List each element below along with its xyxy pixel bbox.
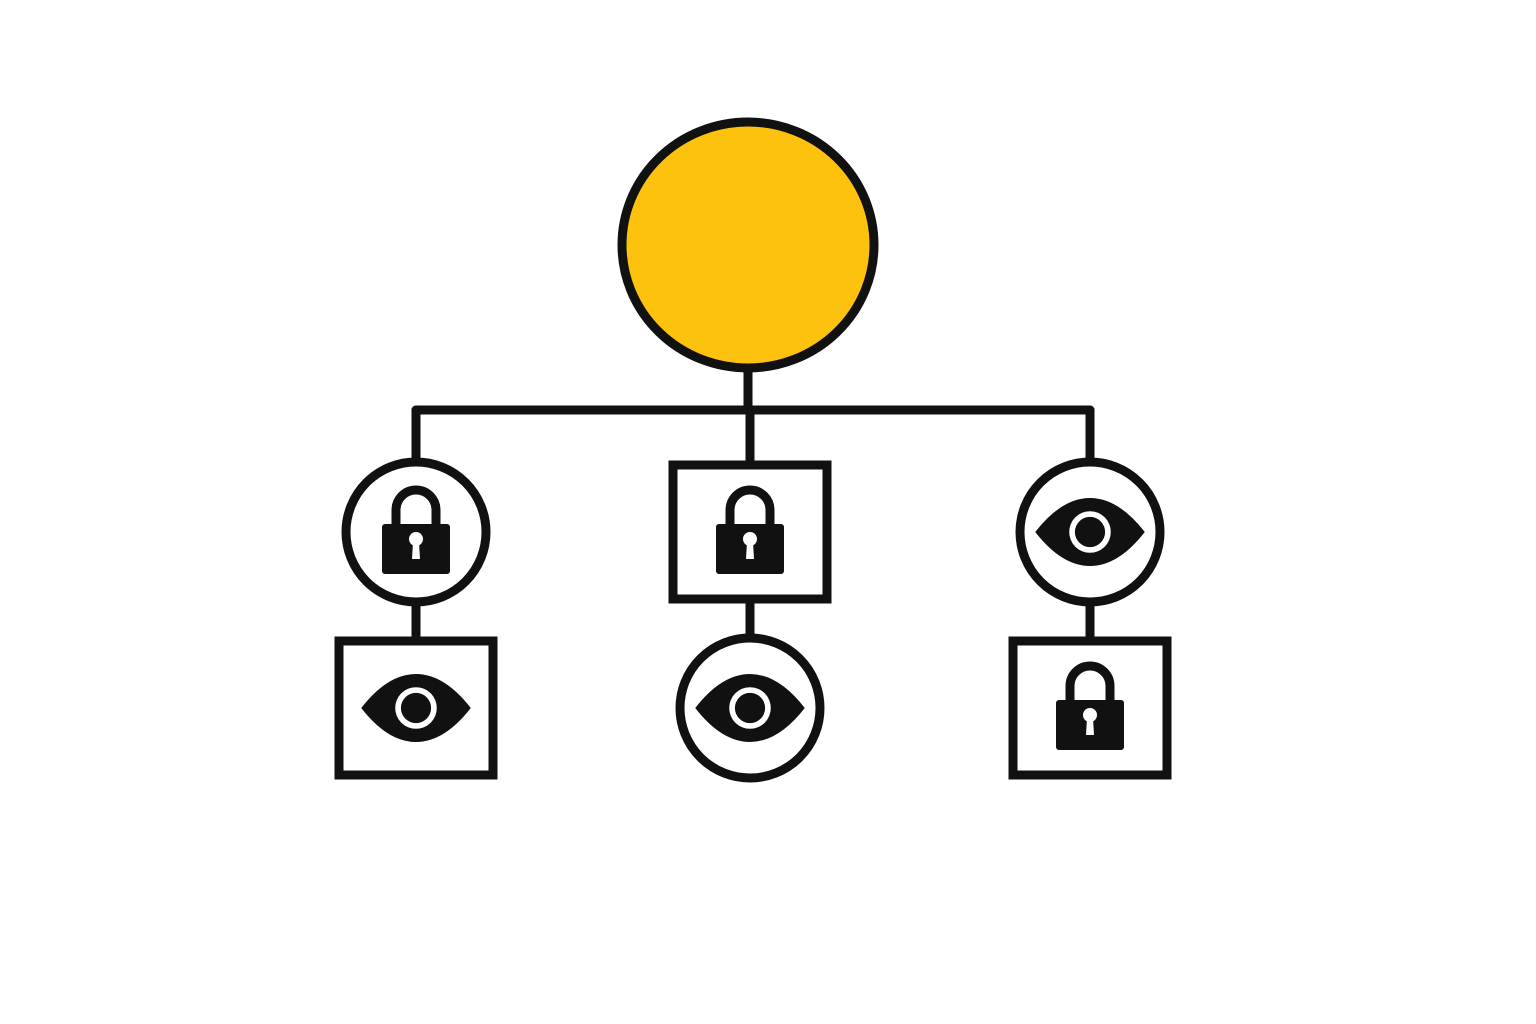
- diagram-nodes: [334, 117, 1172, 783]
- root-node: [617, 117, 879, 373]
- connector-lines: [411, 363, 1095, 646]
